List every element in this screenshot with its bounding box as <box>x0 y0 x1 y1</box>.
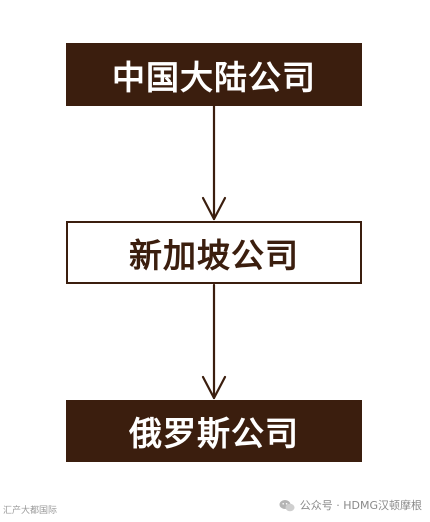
watermark-right: 公众号 · HDMG汉顿摩根 <box>279 497 422 513</box>
wechat-icon <box>279 499 295 511</box>
arrow-top-to-mid <box>201 104 227 221</box>
watermark-left: 汇产大都国际 <box>3 503 57 516</box>
node-label: 俄罗斯公司 <box>129 414 299 453</box>
node-russia-company: 俄罗斯公司 <box>66 400 362 462</box>
watermark-left-text: 汇产大都国际 <box>3 506 58 516</box>
watermark-right-text: 公众号 · HDMG汉顿摩根 <box>299 499 422 512</box>
arrow-mid-to-bot <box>201 283 227 400</box>
node-label: 新加坡公司 <box>129 235 299 275</box>
node-label: 中国大陆公司 <box>112 57 316 97</box>
node-china-mainland-company: 中国大陆公司 <box>66 43 362 106</box>
node-singapore-company: 新加坡公司 <box>66 221 362 284</box>
